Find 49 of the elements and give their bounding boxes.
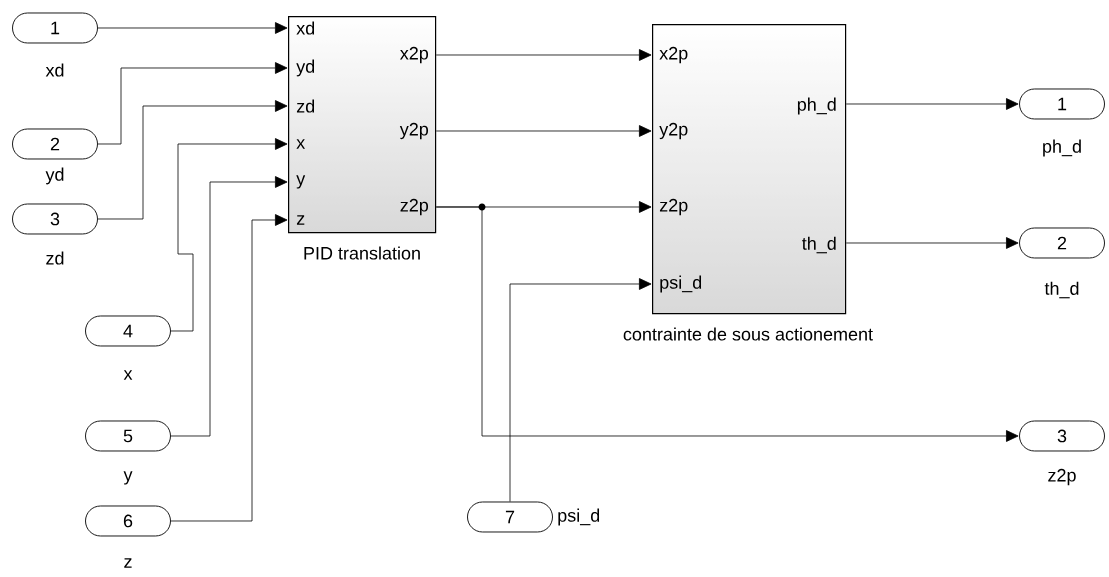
signal-line [170,138,288,332]
port-block: 3 [1019,420,1105,452]
port-label: z2p [659,198,688,216]
port-name: xd [45,63,64,77]
port-block: 2 [1019,227,1105,259]
signal-line [845,98,1019,110]
port-name: yd [45,167,64,185]
port-label: z [296,215,305,225]
port-name: psi_d [558,508,600,526]
port-label: xd [296,21,315,35]
port-block: 4 [85,315,171,347]
signal-line [509,278,652,502]
block-name: PID translation [304,246,420,260]
port-name: ph_d [1043,139,1081,157]
port-label: psi_d [660,275,702,293]
port-block: 7 [467,501,553,533]
port-label: y [296,175,306,189]
signal-line [170,176,288,437]
port-label: yd [296,59,315,77]
signal-line [97,100,288,220]
port-name: z [124,558,132,568]
signal-line [97,22,288,34]
signal-line [97,62,288,145]
signal-line [435,206,1019,442]
port-label: x [296,139,305,149]
port-block: 1 [12,12,98,44]
port-label: y2p [659,122,688,140]
port-label: y2p [399,122,429,140]
port-name: zd [46,251,64,265]
port-label: ph_d [797,97,836,115]
port-block: 1 [1019,88,1105,120]
block-name: contrainte de sous actionement [623,327,873,341]
signal-line [170,214,288,522]
port-block: 3 [12,203,98,235]
signal-line [435,49,652,61]
signal-line [435,125,652,137]
port-block: 5 [85,420,171,452]
port-label: z2p [400,198,429,216]
port-block: 6 [85,505,171,537]
port-label: th_d [802,236,836,254]
port-label: x2p [400,46,429,64]
port-block: 2 [12,128,98,160]
port-name: y [123,471,133,485]
port-label: zd [296,99,315,113]
port-name: th_d [1044,281,1079,299]
port-name: x [123,370,133,380]
port-label: x2p [659,46,688,64]
port-name: z2p [1048,468,1076,486]
signal-line [845,237,1019,249]
